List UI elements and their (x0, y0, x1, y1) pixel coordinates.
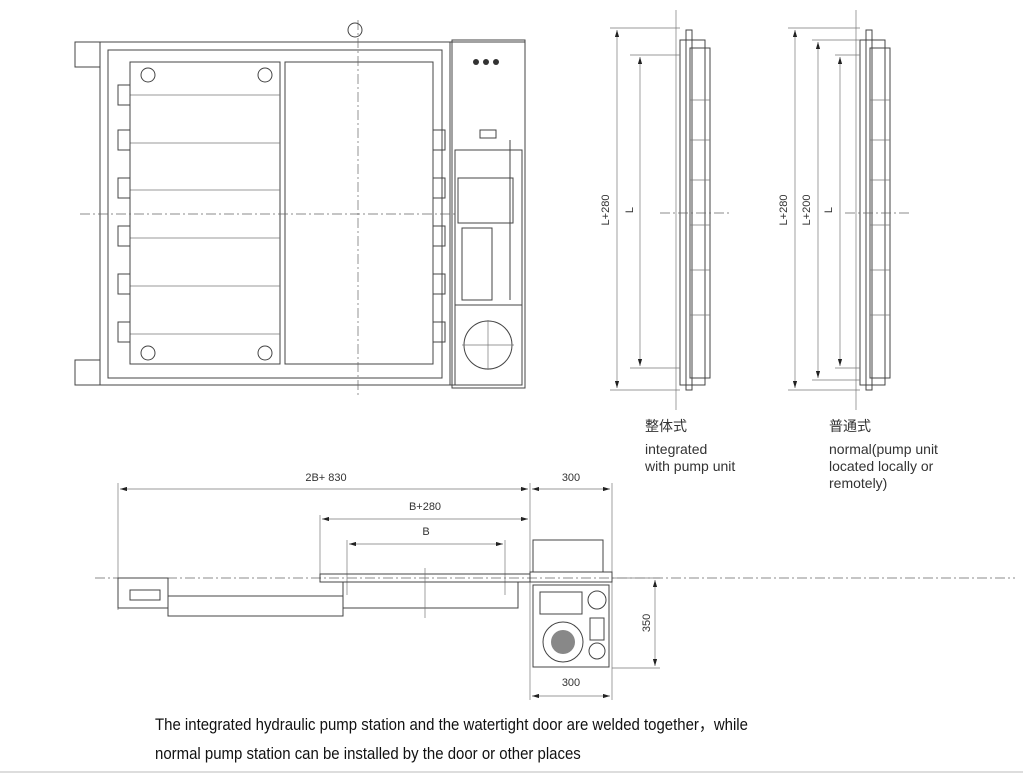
dim-l-plus-280: L+280 (778, 195, 790, 226)
dim-l-plus-200: L+200 (801, 195, 813, 226)
normal-description: normal(pump unit located locally or remo… (829, 441, 938, 491)
caption-line-1: The integrated hydraulic pump station an… (155, 715, 748, 734)
dim-opening: B (422, 526, 429, 538)
side-view-normal: L+280 L+200 L (778, 10, 910, 410)
dim-pump-width-bottom: 300 (562, 677, 580, 689)
integrated-description: integrated with pump unit (645, 441, 736, 474)
side-view-integrated: L+280 L (600, 10, 730, 410)
dim-l: L (624, 207, 636, 213)
front-view-door (74, 20, 525, 395)
dim-pump-width-top: 300 (562, 472, 580, 484)
divider (0, 771, 1023, 773)
dim-l: L (823, 207, 835, 213)
dim-pump-depth: 350 (641, 614, 653, 632)
pump-station-front (451, 39, 526, 389)
normal-title-cn: 普通式 (829, 418, 871, 434)
dim-l-plus-280: L+280 (600, 195, 612, 226)
integrated-title-cn: 整体式 (645, 418, 687, 434)
dim-overall: 2B+ 830 (305, 472, 346, 484)
dim-opening-plus: B+280 (409, 501, 441, 513)
caption-line-2: normal pump station can be installed by … (155, 744, 581, 763)
plan-view: 2B+ 830 300 B+280 B 350 300 (95, 472, 1015, 700)
